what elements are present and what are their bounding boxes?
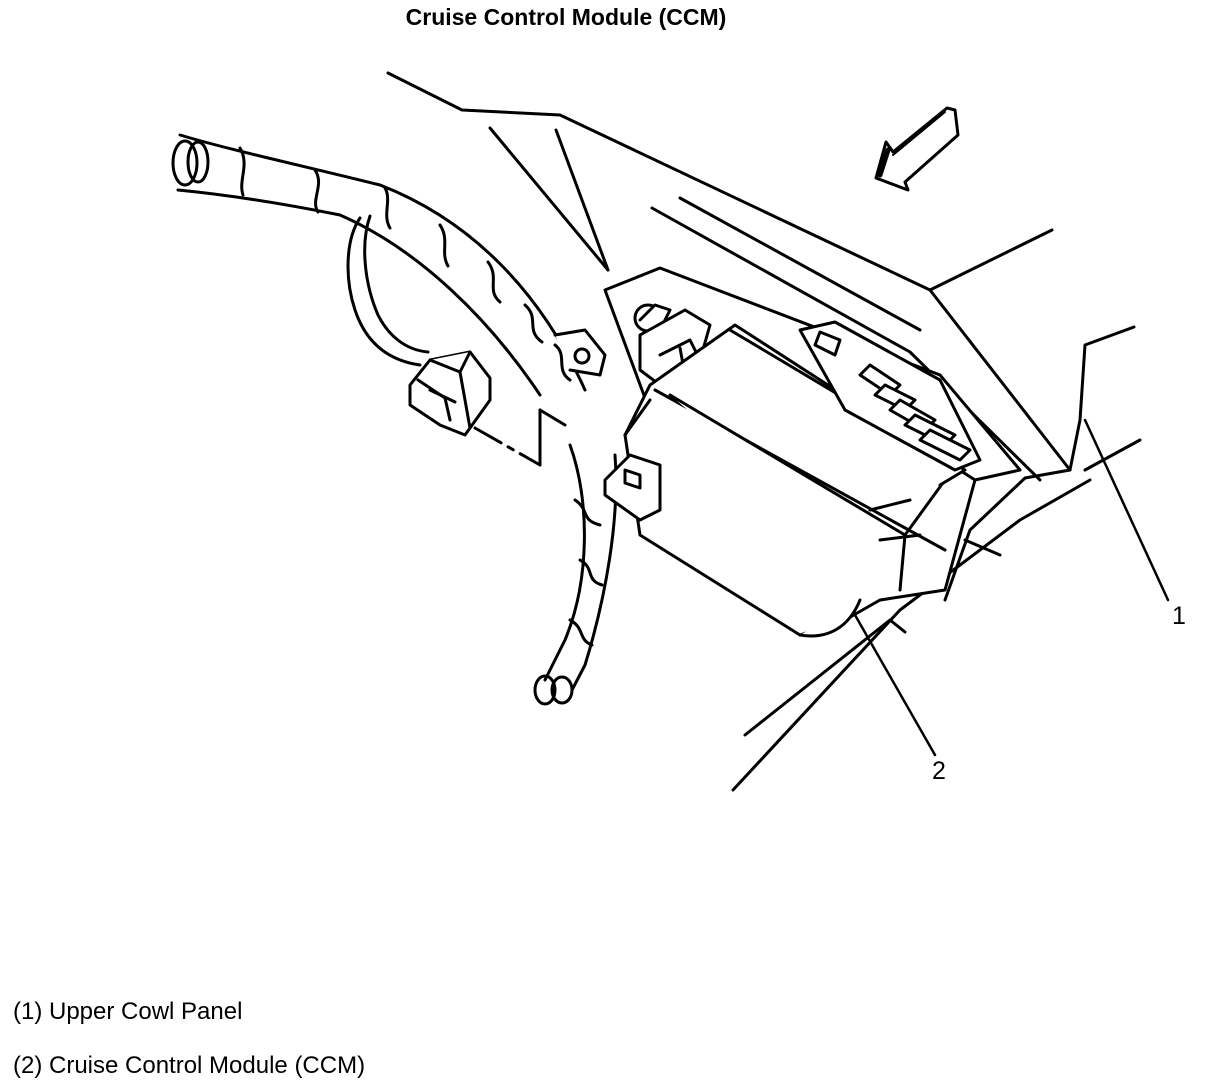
upper-cowl-panel xyxy=(386,71,1142,792)
callout-2: 2 xyxy=(932,757,946,785)
mounting-bracket xyxy=(553,328,607,377)
cruise-control-module xyxy=(603,266,1022,638)
leader-line-1 xyxy=(1083,418,1170,602)
leader-line-2 xyxy=(853,613,937,757)
callout-1: 1 xyxy=(1172,602,1186,630)
connector-guide-line xyxy=(473,426,542,467)
legend-item-2: (2) Cruise Control Module (CCM) xyxy=(13,1052,366,1079)
wire-harness-upper xyxy=(171,133,587,397)
direction-arrow-icon xyxy=(874,106,960,192)
diagram-title: Cruise Control Module (CCM) xyxy=(405,4,727,30)
legend-item-1: (1) Upper Cowl Panel xyxy=(13,998,243,1025)
harness-connector xyxy=(408,350,492,437)
